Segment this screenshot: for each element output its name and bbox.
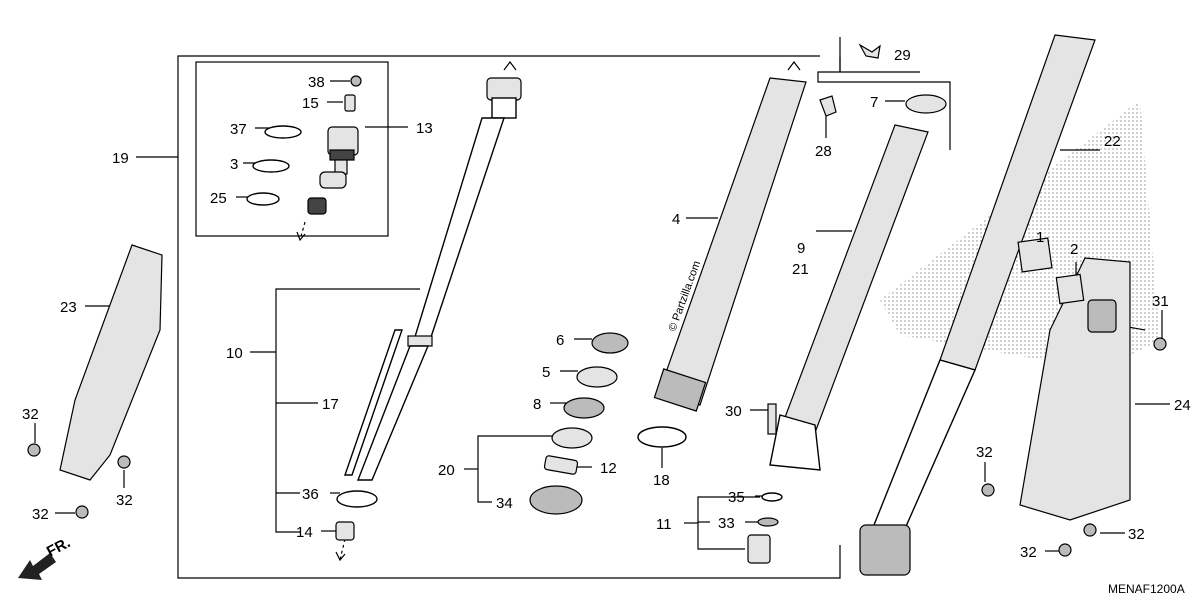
callout-4: 4	[672, 211, 680, 228]
part-20-seal	[551, 427, 593, 449]
callout-36: 36	[302, 486, 319, 503]
part-32-bolt-b	[117, 455, 131, 469]
callout-3: 3	[230, 156, 238, 173]
part-32-bolt-e	[1083, 523, 1097, 537]
callout-18: 18	[653, 472, 670, 489]
callout-38: 38	[308, 74, 325, 91]
callout-11: 11	[656, 516, 672, 533]
callout-15: 15	[302, 95, 319, 112]
part-34-seal	[529, 485, 583, 515]
part-3-oring	[252, 159, 290, 173]
direction-arrows	[296, 61, 801, 562]
part-37-oring	[264, 125, 302, 139]
inset-box-13	[195, 61, 389, 237]
callout-9: 9	[797, 240, 805, 257]
callout-32-c: 32	[32, 506, 49, 523]
part-18-circlip	[637, 426, 687, 448]
part-11-bolt	[747, 534, 771, 564]
part-32-bolt-a	[27, 443, 41, 457]
part-13-valve-assembly	[307, 126, 359, 215]
callout-17: 17	[322, 396, 339, 413]
part-15-valve	[344, 94, 356, 112]
callout-35: 35	[728, 489, 745, 506]
callout-8: 8	[533, 396, 541, 413]
callout-1: 1	[1036, 229, 1044, 246]
part-28-plug	[819, 95, 837, 117]
part-22-fork-assembly	[859, 34, 1096, 576]
part-1-sticker	[1017, 237, 1053, 273]
part-32-bolt-d	[981, 483, 995, 497]
callout-14: 14	[296, 524, 313, 541]
callout-28: 28	[815, 143, 832, 160]
part-36-oring	[336, 490, 378, 508]
callout-37: 37	[230, 121, 247, 138]
part-38-cap	[350, 75, 362, 87]
part-25-oring	[246, 192, 280, 206]
callout-24: 24	[1174, 397, 1191, 414]
part-12-clip	[543, 455, 579, 475]
part-32-bolt-c	[75, 505, 89, 519]
callout-32-f: 32	[1020, 544, 1037, 561]
callout-21: 21	[792, 261, 809, 278]
callout-32-e: 32	[1128, 526, 1145, 543]
callout-13: 13	[416, 120, 433, 137]
frame-29-bracket	[839, 37, 920, 73]
part-4-outer-tube	[653, 77, 807, 412]
assembly-frame-outer	[177, 55, 841, 579]
part-29-bolt-icon	[858, 43, 881, 59]
callout-31: 31	[1152, 293, 1169, 310]
callout-5: 5	[542, 364, 550, 381]
part-9-inner-tube	[769, 124, 929, 471]
part-32-bolt-f	[1058, 543, 1072, 557]
callout-32-a: 32	[22, 406, 39, 423]
callout-29: 29	[894, 47, 911, 64]
callout-22: 22	[1104, 133, 1121, 150]
callout-12: 12	[600, 460, 617, 477]
part-17-rod	[344, 329, 403, 476]
callout-19: 19	[112, 150, 129, 167]
diagram-code: MENAF1200A	[1108, 582, 1185, 596]
part-33-washer	[757, 517, 779, 527]
part-23-fork-guard	[59, 244, 163, 481]
front-direction-arrow	[18, 553, 56, 580]
part-24-fork-guard	[1019, 257, 1131, 521]
callout-32-d: 32	[976, 444, 993, 461]
callout-2: 2	[1070, 241, 1078, 258]
callout-7: 7	[870, 94, 878, 111]
callout-6: 6	[556, 332, 564, 349]
part-10-damper-cartridge	[356, 77, 522, 481]
part-14-collar	[335, 521, 355, 541]
part-7-bushing	[905, 94, 947, 114]
callout-32-b: 32	[116, 492, 133, 509]
callout-23: 23	[60, 299, 77, 316]
part-6-seal	[591, 332, 629, 354]
callout-33: 33	[718, 515, 735, 532]
callout-34: 34	[496, 495, 513, 512]
callout-20: 20	[438, 462, 455, 479]
part-35-oring	[761, 492, 783, 502]
callout-25: 25	[210, 190, 227, 207]
part-8-ring	[563, 397, 605, 419]
part-2-sticker	[1055, 273, 1085, 305]
bracket-10	[275, 288, 420, 533]
part-31-bolt	[1153, 337, 1167, 351]
part-30-bolt	[767, 403, 777, 435]
callout-labels: 1 2 3 4 5 6 7 8 9 10 11 12 13 14 15 17 1…	[22, 47, 1191, 561]
part-5-dust-seal	[576, 366, 618, 388]
callout-30: 30	[725, 403, 742, 420]
callout-10: 10	[226, 345, 243, 362]
